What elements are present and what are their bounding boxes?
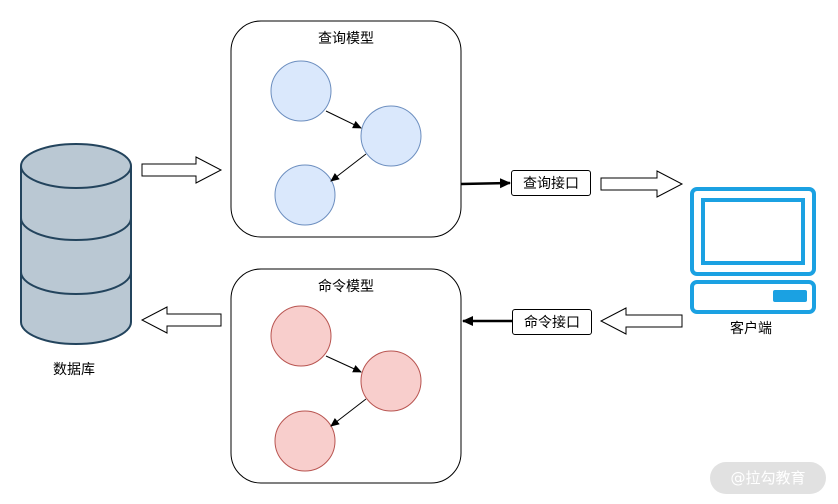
command-node-1 <box>270 305 332 367</box>
command-interface-box: 命令接口 <box>512 309 592 335</box>
watermark: @拉勾教育 <box>710 462 826 494</box>
query-node-1 <box>270 60 332 122</box>
command-model-box <box>230 268 462 484</box>
query-interface-box: 查询接口 <box>511 170 591 196</box>
client-label: 客户端 <box>730 321 772 337</box>
query-node-2 <box>360 105 422 167</box>
command-node-3 <box>274 410 336 472</box>
query-model-title: 查询模型 <box>318 31 374 47</box>
query-node-3 <box>274 164 336 226</box>
client-to-interface-arrow <box>599 307 683 335</box>
database-icon <box>20 143 132 345</box>
db-to-query-arrow <box>141 156 223 184</box>
command-node-2 <box>360 350 422 412</box>
command-model-title: 命令模型 <box>318 279 374 295</box>
database-label: 数据库 <box>53 362 95 378</box>
query-model-box <box>230 20 462 238</box>
command-to-db-arrow <box>140 306 222 334</box>
interface-to-client-arrow <box>600 170 684 198</box>
query-edge-2 <box>330 153 367 182</box>
query-edge-1 <box>325 110 362 129</box>
command-edge-1 <box>325 355 362 373</box>
command-edge-2 <box>330 398 367 427</box>
client-computer-icon <box>690 187 816 314</box>
query-to-interface-arrow <box>460 178 511 189</box>
